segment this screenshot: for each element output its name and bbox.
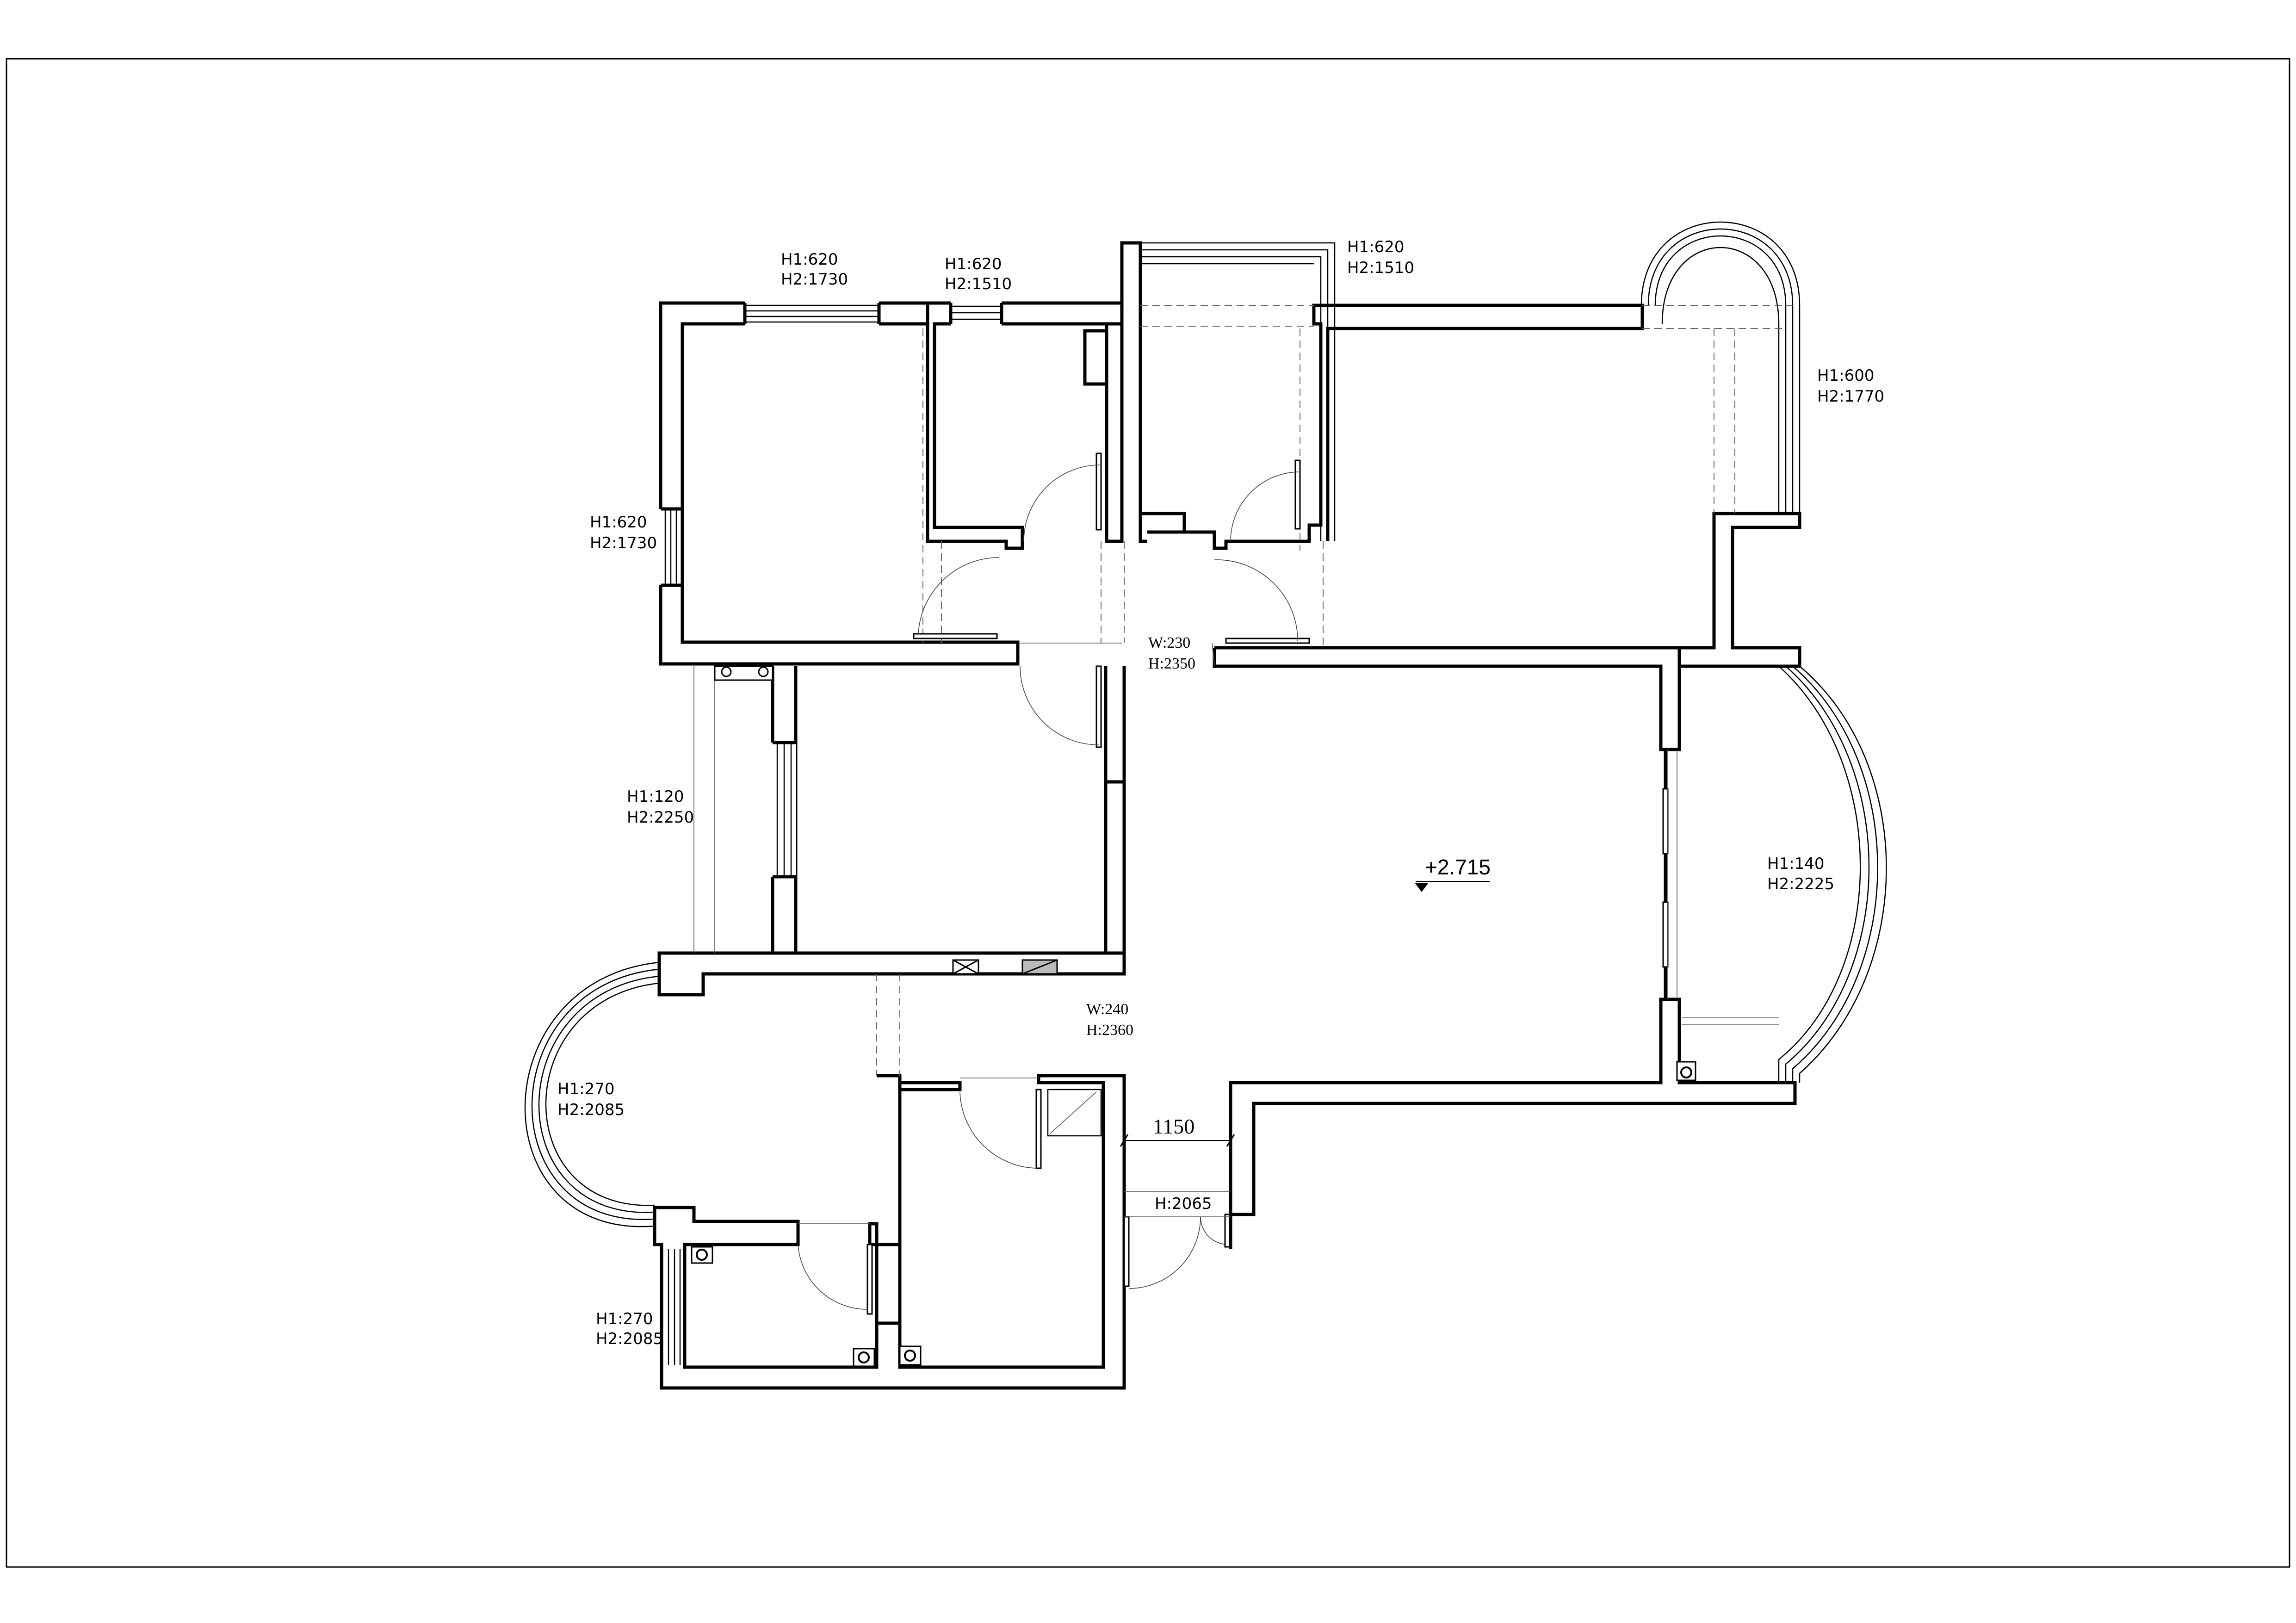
elevation-label: +2.715 [1425,855,1491,879]
win-bottom-left-h1: H1:270 [596,1310,653,1328]
win-bedroom-left-h2: H2:1730 [590,534,657,552]
opening-hall-mid-w: W:240 [1086,1001,1128,1018]
win-study-top-h2: H2:1510 [945,275,1012,293]
opening-hall-top-w: W:230 [1148,634,1190,651]
win-bedroom-top-h1: H1:620 [781,250,838,269]
win-bay-left-h1: H1:270 [557,1080,615,1098]
win-balcony-top-h1: H1:620 [1347,238,1405,256]
fixtures [691,665,1696,1367]
win-bay-top-right-h1: H1:600 [1817,366,1875,385]
elevation-triangle-icon [1415,883,1429,892]
win-left-mid-h2: H2:2250 [627,808,694,827]
opening-hall-top-h: H:2350 [1148,655,1195,672]
win-bay-left-h2: H2:2085 [557,1101,625,1119]
doors [798,452,1677,1315]
opening-entry-h: H:2065 [1155,1195,1212,1213]
win-bay-right-h1: H1:140 [1767,855,1825,873]
elevation-marker: +2.715 [1415,855,1491,892]
win-bedroom-left-h1: H1:620 [590,513,647,532]
win-study-top-h1: H1:620 [945,255,1002,273]
opening-hall-mid-h: H:2360 [1086,1022,1133,1039]
drawing-frame [6,58,2290,1568]
win-bay-right-h2: H2:2225 [1767,875,1834,893]
win-balcony-top-h2: H2:1510 [1347,259,1414,277]
dimension-1150: 1150 [1120,1115,1235,1217]
win-bottom-left-h2: H2:2085 [596,1330,663,1348]
annotations: H1:620 H2:1730 H1:620 H2:1510 H1:620 H2:… [557,238,1884,1348]
win-left-mid-h1: H1:120 [627,787,684,806]
dimension-label: 1150 [1153,1115,1194,1138]
win-bay-top-right-h2: H2:1770 [1817,387,1884,406]
dashed-lines [798,305,1793,1224]
walls [524,221,1887,1390]
win-bedroom-top-h2: H2:1730 [781,270,848,289]
